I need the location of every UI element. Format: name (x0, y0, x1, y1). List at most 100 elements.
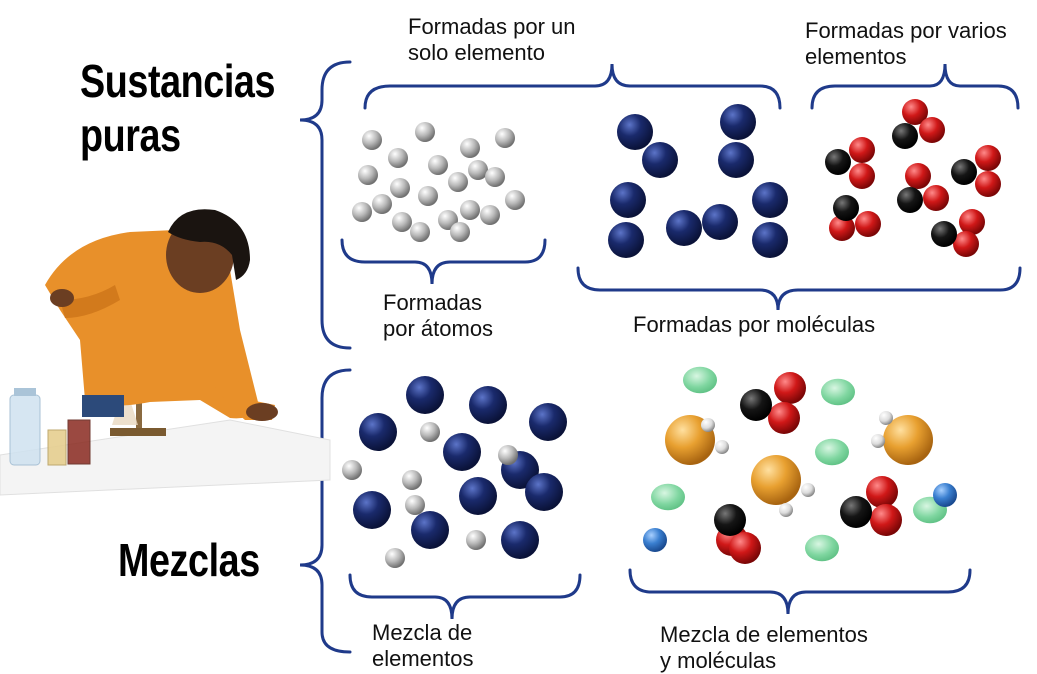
heading-pure-substances-line2: puras (80, 109, 181, 161)
label-atoms-line1: Formadas (383, 290, 483, 315)
red-atom (975, 145, 1001, 171)
red-atom (866, 476, 898, 508)
label-atoms: Formadas por átomos (383, 290, 493, 342)
black-atom (740, 389, 772, 421)
label-mixture-molecules: Mezcla de elementos y moléculas (660, 622, 868, 674)
gray-atom (418, 186, 438, 206)
brace-mixture-molecules (628, 568, 972, 615)
brace-mixture-elements (348, 573, 582, 620)
red-atom (919, 117, 945, 143)
navy-atom (525, 473, 563, 511)
red-atom (729, 532, 761, 564)
black-atom (840, 496, 872, 528)
label-multiple-elements-line1: Formadas por varios (805, 18, 1007, 43)
gray-atom (405, 495, 425, 515)
brace-mixtures (299, 368, 352, 654)
gray-atom (495, 128, 515, 148)
black-atom (892, 123, 918, 149)
white-atom (801, 483, 815, 497)
brace-atoms (340, 238, 547, 285)
gray-atom (448, 172, 468, 192)
navy-atom (459, 477, 497, 515)
navy-atom (359, 413, 397, 451)
navy-atom (353, 491, 391, 529)
cluster-diatomic-molecules (608, 104, 788, 258)
gray-atom (460, 138, 480, 158)
navy-atom (720, 104, 756, 140)
label-single-element-line1: Formadas por un (408, 14, 576, 39)
black-atom (825, 149, 851, 175)
navy-atom (666, 210, 702, 246)
white-atom (871, 434, 885, 448)
label-mixture-elements: Mezcla de elementos (372, 620, 474, 672)
cluster-mixture-elements (342, 376, 567, 568)
gray-atom (485, 167, 505, 187)
navy-atom (617, 114, 653, 150)
label-atoms-line2: por átomos (383, 316, 494, 341)
orange-atom (883, 415, 933, 465)
red-atom (849, 163, 875, 189)
gray-atom (390, 178, 410, 198)
gray-atom (372, 194, 392, 214)
gray-atom (402, 470, 422, 490)
red-atom (849, 137, 875, 163)
label-mixture-elements-line2: elementos (372, 646, 474, 671)
gray-atom (385, 548, 405, 568)
navy-atom (529, 403, 567, 441)
cluster-mixture-molecules (643, 366, 957, 564)
gray-atom (428, 155, 448, 175)
label-mixture-molecules-line1: Mezcla de elementos (660, 622, 868, 647)
navy-atom (702, 204, 738, 240)
navy-atom (608, 222, 644, 258)
black-atom (714, 504, 746, 536)
gray-atom (415, 122, 435, 142)
gray-atom (388, 148, 408, 168)
blue-atom (933, 483, 957, 507)
brace-molecules (576, 266, 1022, 311)
red-atom (975, 171, 1001, 197)
white-atom (715, 440, 729, 454)
green-atom (815, 438, 849, 466)
gray-atom (468, 160, 488, 180)
gray-atom (498, 445, 518, 465)
gray-atom (342, 460, 362, 480)
green-atom (651, 483, 685, 511)
black-atom (897, 187, 923, 213)
navy-atom (642, 142, 678, 178)
brace-multiple-elements (810, 63, 1020, 110)
green-atom (805, 534, 839, 562)
gray-atom (362, 130, 382, 150)
navy-atom (469, 386, 507, 424)
gray-atom (410, 222, 430, 242)
red-atom (905, 163, 931, 189)
label-mixture-molecules-line2: y moléculas (660, 648, 777, 673)
label-single-element-line2: solo elemento (408, 40, 545, 65)
label-multiple-elements-line2: elementos (805, 44, 907, 69)
cluster-compound-molecules (825, 99, 1001, 257)
navy-atom (610, 182, 646, 218)
red-atom (902, 99, 928, 125)
heading-mixtures: Mezclas (118, 534, 260, 586)
black-atom (931, 221, 957, 247)
brace-single-element (363, 63, 782, 110)
navy-atom (411, 511, 449, 549)
label-molecules: Formadas por moléculas (633, 312, 876, 337)
red-atom (774, 372, 806, 404)
navy-atom (718, 142, 754, 178)
gray-atom (505, 190, 525, 210)
label-mixture-elements-line1: Mezcla de (372, 620, 473, 645)
orange-atom (751, 455, 801, 505)
cluster-atoms (352, 122, 525, 242)
green-atom (821, 378, 855, 406)
navy-atom (752, 222, 788, 258)
student-illustration (0, 209, 331, 496)
red-atom (923, 185, 949, 211)
gray-atom (420, 422, 440, 442)
gray-atom (352, 202, 372, 222)
navy-atom (443, 433, 481, 471)
navy-atom (501, 521, 539, 559)
white-atom (879, 411, 893, 425)
red-atom (768, 402, 800, 434)
gray-atom (392, 212, 412, 232)
red-atom (855, 211, 881, 237)
